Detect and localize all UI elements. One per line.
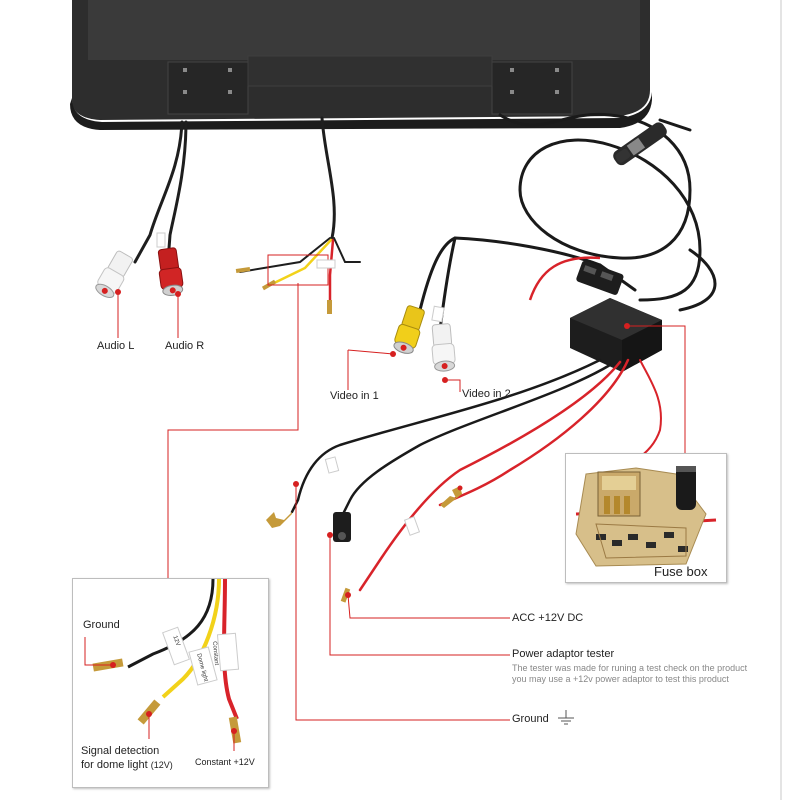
main-power-cable [498, 112, 717, 312]
callout-video-2 [445, 379, 461, 392]
inset-label-constant: Constant +12V [195, 757, 255, 767]
signal-cable-bundle [239, 116, 361, 307]
hinge-right [491, 61, 573, 115]
fuse-box-unit [570, 298, 662, 372]
inset-label-signal-detection: Signal detection [81, 745, 160, 757]
callout-ground [295, 484, 510, 721]
label-ground: Ground [512, 713, 549, 725]
hinge-left [167, 61, 249, 115]
red-wire-top [528, 256, 601, 301]
inset-label-for-dome-light: for dome light (12V) [81, 759, 173, 771]
label-power-tester: Power adaptor tester [512, 648, 615, 660]
callout-acc [347, 594, 510, 619]
label-audio-l: Audio L [97, 340, 135, 352]
power-tester-note: The tester was made for runing a test ch… [512, 663, 748, 684]
molex-connector [576, 260, 624, 295]
inset-label-ground: Ground [83, 619, 120, 631]
small-terminals [235, 267, 332, 314]
callout-signal-bundle [167, 283, 299, 580]
callout-power-tester [329, 535, 510, 656]
callout-fuse-box [627, 325, 686, 455]
monitor-unit [70, 0, 652, 130]
fuse-box-wires [290, 358, 662, 592]
signal-wires-closeup [84, 579, 242, 751]
label-video-in-2: Video in 2 [462, 388, 511, 400]
label-fuse-box: Fuse box [654, 564, 708, 579]
label-video-in-1: Video in 1 [330, 390, 379, 402]
callout-lines [117, 283, 686, 721]
audio-cables [133, 120, 188, 264]
signal-wires-inset: Ground Signal detection for dome light (… [72, 578, 269, 788]
fuse-box-pcb [575, 466, 717, 567]
label-acc: ACC +12V DC [512, 612, 584, 624]
fork-terminal-ground [266, 512, 292, 528]
fork-terminal-right [440, 486, 462, 508]
rca-audio-right [157, 247, 184, 296]
power-tester-plug [333, 512, 351, 542]
rca-video-in-1 [393, 305, 425, 354]
rca-video-in-2 [431, 323, 456, 372]
callout-video-1-link [347, 349, 394, 355]
callout-dots [115, 289, 630, 598]
for-dome-light-text: for dome light [81, 759, 148, 771]
inline-plug [613, 122, 667, 166]
rca-audio-left [95, 250, 133, 298]
fuse-box-inset: Fuse box [565, 453, 727, 583]
wire-tags [156, 232, 445, 536]
for-dome-light-unit: (12V) [150, 760, 173, 770]
label-audio-r: Audio R [165, 340, 205, 352]
ground-icon [558, 710, 574, 725]
